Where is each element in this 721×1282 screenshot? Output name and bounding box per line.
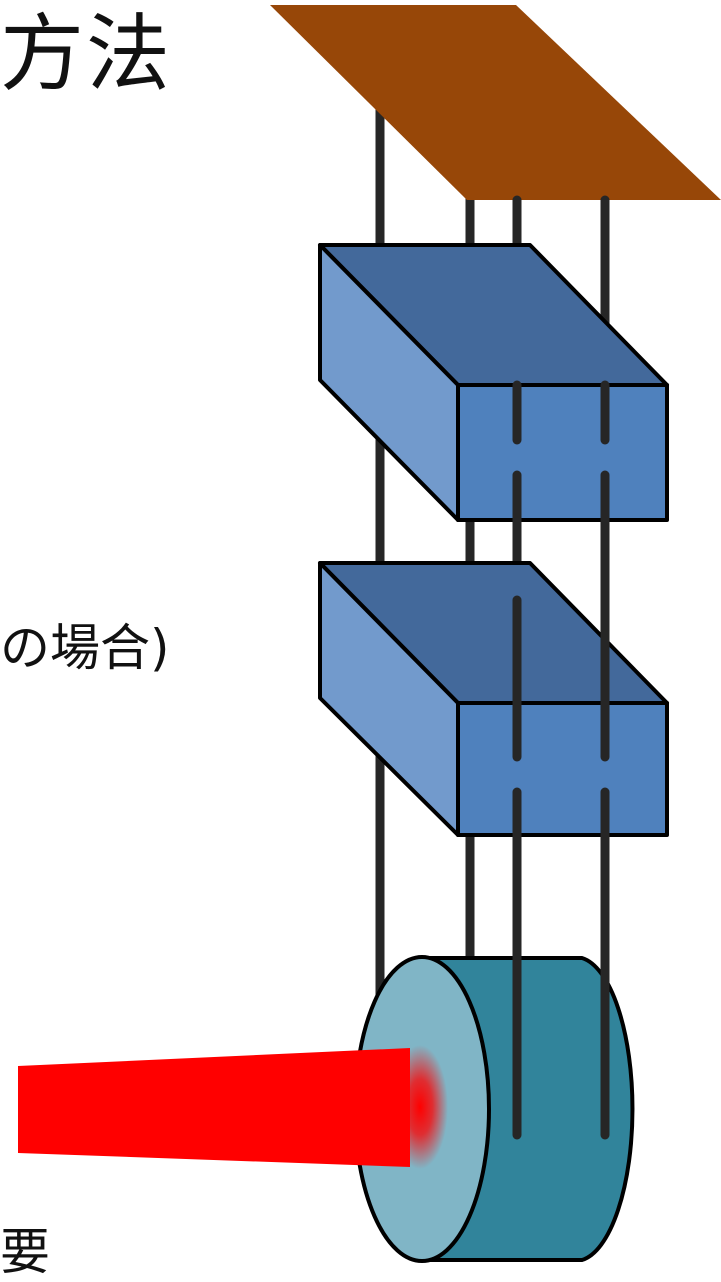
front-wires-bottom — [512, 830, 610, 1140]
case-fragment: の場合) — [0, 619, 170, 677]
laser-beam — [18, 1045, 448, 1169]
suspension-stage-upper — [318, 243, 669, 525]
title-fragment: 方法 — [0, 5, 173, 103]
back-wires — [375, 85, 475, 1005]
suspension-stage-lower — [318, 561, 669, 840]
ceiling-plate — [270, 5, 721, 200]
